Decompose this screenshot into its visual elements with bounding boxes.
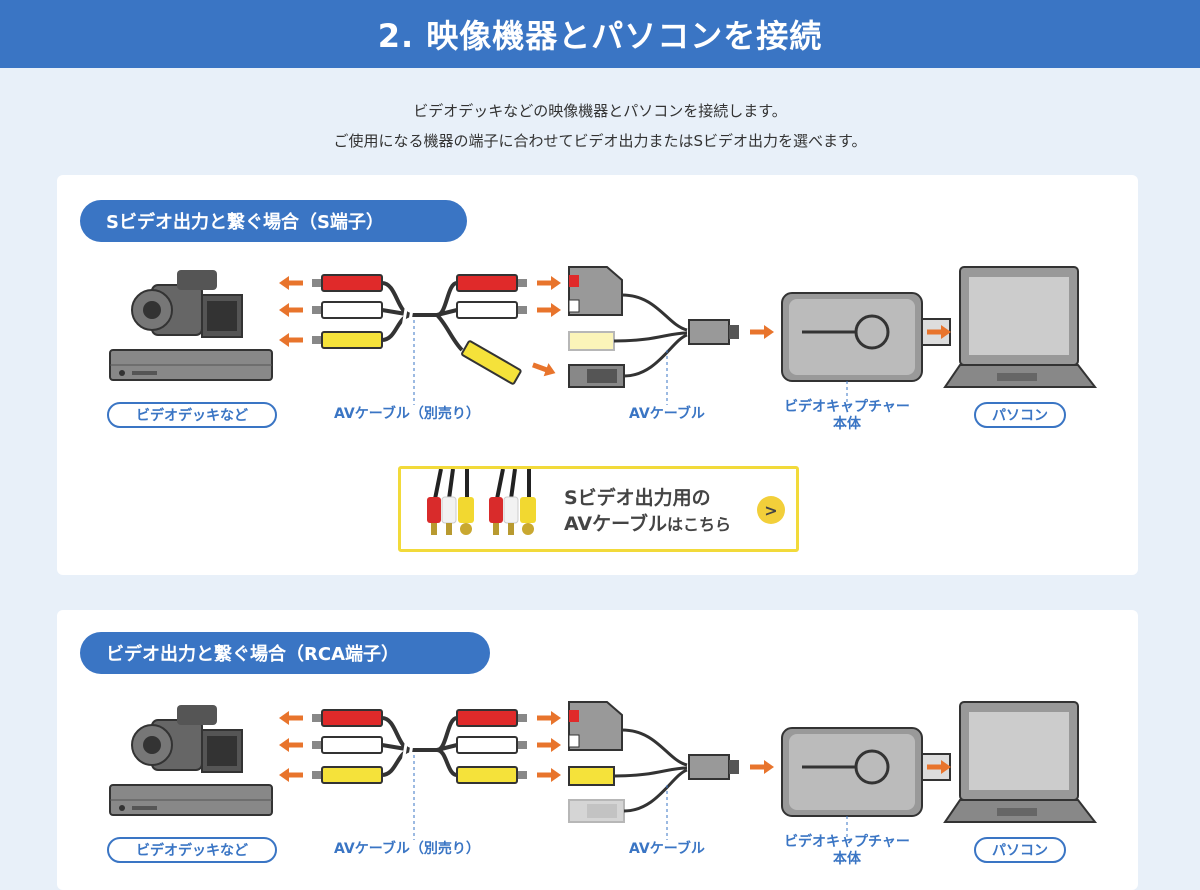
label-capture-2: 本体 [833, 851, 861, 867]
rca-plug [312, 331, 383, 349]
rca-plug [312, 766, 383, 784]
capture-cable-plug [688, 319, 739, 345]
arrow-left-icon [279, 768, 303, 782]
arrow-right-icon [537, 276, 561, 290]
label-source: ビデオデッキなど [107, 402, 277, 428]
label-cable: AVケーブル [629, 841, 705, 857]
rca-plug [312, 274, 383, 292]
rca-plug [456, 274, 527, 292]
section-title: ビデオ出力と繋ぐ場合（RCA端子） [80, 632, 490, 674]
label-capture-1: ビデオキャプチャー [784, 834, 910, 850]
connection-diagram [109, 266, 1098, 405]
video-camera-icon [131, 705, 243, 773]
arrow-right-icon [537, 303, 561, 317]
arrow-right-icon [927, 325, 951, 339]
laptop-icon [943, 266, 1098, 388]
label-pc: パソコン [974, 837, 1066, 863]
arrow-left-icon [279, 333, 303, 347]
label-capture: ビデオキャプチャー本体 [757, 399, 937, 433]
arrow-right-icon [537, 711, 561, 725]
label-capture: ビデオキャプチャー本体 [757, 834, 937, 868]
section-title: Sビデオ出力と繋ぐ場合（S端子） [80, 200, 467, 242]
laptop-icon [943, 701, 1098, 823]
page-title: 2. 映像機器とパソコンを接続 [0, 0, 1200, 68]
video-deck-icon [109, 784, 273, 816]
video-capture-device-icon [781, 292, 951, 382]
video-capture-device-icon [781, 727, 951, 817]
rca-plug [456, 736, 527, 754]
label-cable-sold: AVケーブル（別売り） [334, 406, 480, 422]
promo-line-2-suffix: はこちら [666, 515, 731, 534]
rca-plug [312, 709, 383, 727]
intro-line-2: ご使用になる機器の端子に合わせてビデオ出力またはSビデオ出力を選べます。 [333, 132, 867, 150]
promo-line-1: Sビデオ出力用の [564, 487, 711, 509]
rca-plug [312, 301, 383, 319]
promo-text: Sビデオ出力用の AVケーブルはこちら [564, 485, 731, 538]
arrow-right-icon [537, 768, 561, 782]
video-camera-icon [131, 270, 243, 338]
promo-line-2: AVケーブル [564, 513, 667, 535]
label-cable-sold: AVケーブル（別売り） [334, 841, 480, 857]
intro-line-1: ビデオデッキなどの映像機器とパソコンを接続します。 [413, 102, 787, 120]
connector-jacks [568, 701, 625, 823]
rca-plug [456, 301, 527, 319]
av-cable-image [427, 469, 538, 537]
rca-plug [456, 766, 527, 784]
label-capture-2: 本体 [833, 416, 861, 432]
section-rca: ビデオ出力と繋ぐ場合（RCA端子） ビデオデッキなど AVケーブル（別売り） A… [57, 610, 1138, 890]
cable-bundle [381, 716, 437, 777]
label-cable: AVケーブル [629, 406, 705, 422]
s-video-cable-link[interactable]: Sビデオ出力用の AVケーブルはこちら > [398, 466, 799, 552]
connection-diagram [109, 701, 1098, 840]
rca-plug [456, 709, 527, 727]
connector-jacks [568, 266, 625, 388]
video-deck-icon [109, 349, 273, 381]
section-s-video: Sビデオ出力と繋ぐ場合（S端子） ビデオデッキなど AVケーブル（別売り） AV… [57, 175, 1138, 575]
arrow-right-icon [532, 362, 556, 377]
arrow-right-icon [537, 738, 561, 752]
label-source: ビデオデッキなど [107, 837, 277, 863]
arrow-right-icon [927, 760, 951, 774]
cable-bundle [381, 281, 437, 342]
intro-text: ビデオデッキなどの映像機器とパソコンを接続します。 ご使用になる機器の端子に合わ… [0, 96, 1200, 156]
arrow-left-icon [279, 738, 303, 752]
rca-plug [461, 340, 522, 385]
arrow-right-icon [750, 325, 774, 339]
label-capture-1: ビデオキャプチャー [784, 399, 910, 415]
label-pc: パソコン [974, 402, 1066, 428]
chevron-right-icon[interactable]: > [757, 496, 785, 524]
capture-cable-plug [688, 754, 739, 780]
rca-plug [312, 736, 383, 754]
arrow-left-icon [279, 276, 303, 290]
arrow-right-icon [750, 760, 774, 774]
arrow-left-icon [279, 711, 303, 725]
arrow-left-icon [279, 303, 303, 317]
